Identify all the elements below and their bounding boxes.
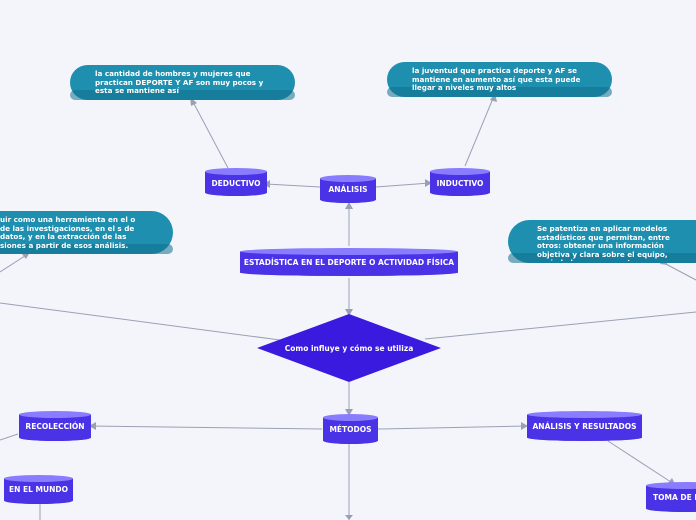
connector-right-note [661, 261, 696, 281]
cylinder-inductivo-top [430, 168, 490, 175]
cylinder-metodos-top [323, 414, 378, 421]
recoleccion-label[interactable]: RECOLECCIÓN [25, 421, 85, 431]
decision-diamond[interactable] [257, 314, 441, 382]
bubble-left-note[interactable] [0, 211, 173, 254]
arrow-decision [345, 309, 353, 316]
inductivo-label[interactable]: INDUCTIVO [436, 178, 484, 188]
cylinder-inductivo[interactable] [430, 168, 490, 197]
cylinder-analisis[interactable] [320, 175, 376, 204]
cylinder-en-el-mundo-body [4, 478, 73, 504]
analisis-label[interactable]: ANÁLISIS [328, 184, 368, 194]
bubbles [0, 62, 696, 263]
toma-de-label[interactable]: TOMA DE D [653, 492, 696, 502]
bubble-right-note[interactable] [508, 220, 696, 263]
cylinder-recoleccion[interactable] [19, 411, 91, 442]
cylinder-central-topic-body [240, 251, 458, 276]
decision-label[interactable]: Como influye y cómo se utiliza [284, 343, 414, 353]
connector-deductivo-note [191, 99, 229, 169]
arrow-resultados [521, 422, 528, 430]
connector-left-note [0, 253, 29, 273]
metodos-label[interactable]: MÉTODOS [329, 424, 372, 434]
connector-recoleccion-left [0, 433, 19, 441]
bubble-left-note-shadow [0, 244, 173, 254]
cylinder-en-el-mundo-top [4, 475, 73, 482]
cylinder-deductivo[interactable] [205, 168, 267, 196]
cylinder-metodos[interactable] [323, 414, 378, 444]
right-note-text: Se patentiza en aplicar modelos estadíst… [537, 225, 670, 261]
arrow-inductivo [425, 179, 432, 187]
connector-decision-left [0, 302, 281, 341]
cylinder-analisis-resultados-body [527, 414, 642, 441]
deductivo-label[interactable]: DEDUCTIVO [211, 178, 261, 188]
cylinder-en-el-mundo[interactable] [4, 475, 73, 504]
cylinder-analisis-resultados-top [527, 411, 642, 418]
central-topic-label[interactable]: ESTADÍSTICA EN EL DEPORTE O ACTIVIDAD FÍ… [243, 257, 455, 267]
cylinder-nodes [4, 168, 696, 512]
cylinder-deductivo-top [205, 168, 267, 175]
bubble-right-note-shadow [508, 253, 696, 263]
left-note-text: uir como una herramienta en el o de las … [0, 216, 136, 250]
arrow-down [345, 515, 353, 520]
cylinder-recoleccion-body [19, 414, 91, 442]
cylinder-analisis-resultados[interactable] [527, 411, 642, 441]
cylinder-toma-de-body [646, 485, 696, 512]
deductivo-note-text: la cantidad de hombres y mujeres que pra… [95, 70, 264, 96]
connector-decision-right [424, 311, 696, 340]
cylinder-central-topic[interactable] [240, 248, 458, 276]
connector-metodos-recoleccion [89, 425, 323, 430]
cylinder-central-topic-top [240, 248, 458, 255]
cylinder-toma-de-top [646, 482, 696, 489]
cylinder-analisis-body [320, 178, 376, 204]
arrow-analisis [345, 202, 353, 209]
cylinder-inductivo-body [430, 171, 490, 197]
bubble-inductivo-note-shadow [387, 87, 612, 97]
cylinder-deductivo-body [205, 171, 267, 196]
arrow-metodos [345, 409, 353, 416]
connectors [0, 95, 696, 520]
cylinder-recoleccion-top [19, 411, 91, 418]
connector-resultados-toma [607, 440, 675, 485]
arrow-recoleccion [89, 422, 96, 430]
cylinder-analisis-top [320, 175, 376, 182]
bubble-deductivo-note-shadow [70, 90, 295, 100]
inductivo-note-text: la juventud que practica deporte y AF se… [412, 67, 581, 93]
analisis-resultados-label[interactable]: ANÁLISIS Y RESULTADOS [532, 421, 637, 431]
en-el-mundo-label[interactable]: EN EL MUNDO [9, 484, 68, 494]
connector-analisis-inductivo [375, 182, 431, 188]
connector-metodos-resultados [377, 425, 528, 430]
connector-analisis-deductivo [265, 183, 321, 188]
connector-inductivo-note [464, 95, 495, 167]
cylinder-toma-de[interactable] [646, 482, 696, 512]
cylinder-metodos-body [323, 417, 378, 444]
